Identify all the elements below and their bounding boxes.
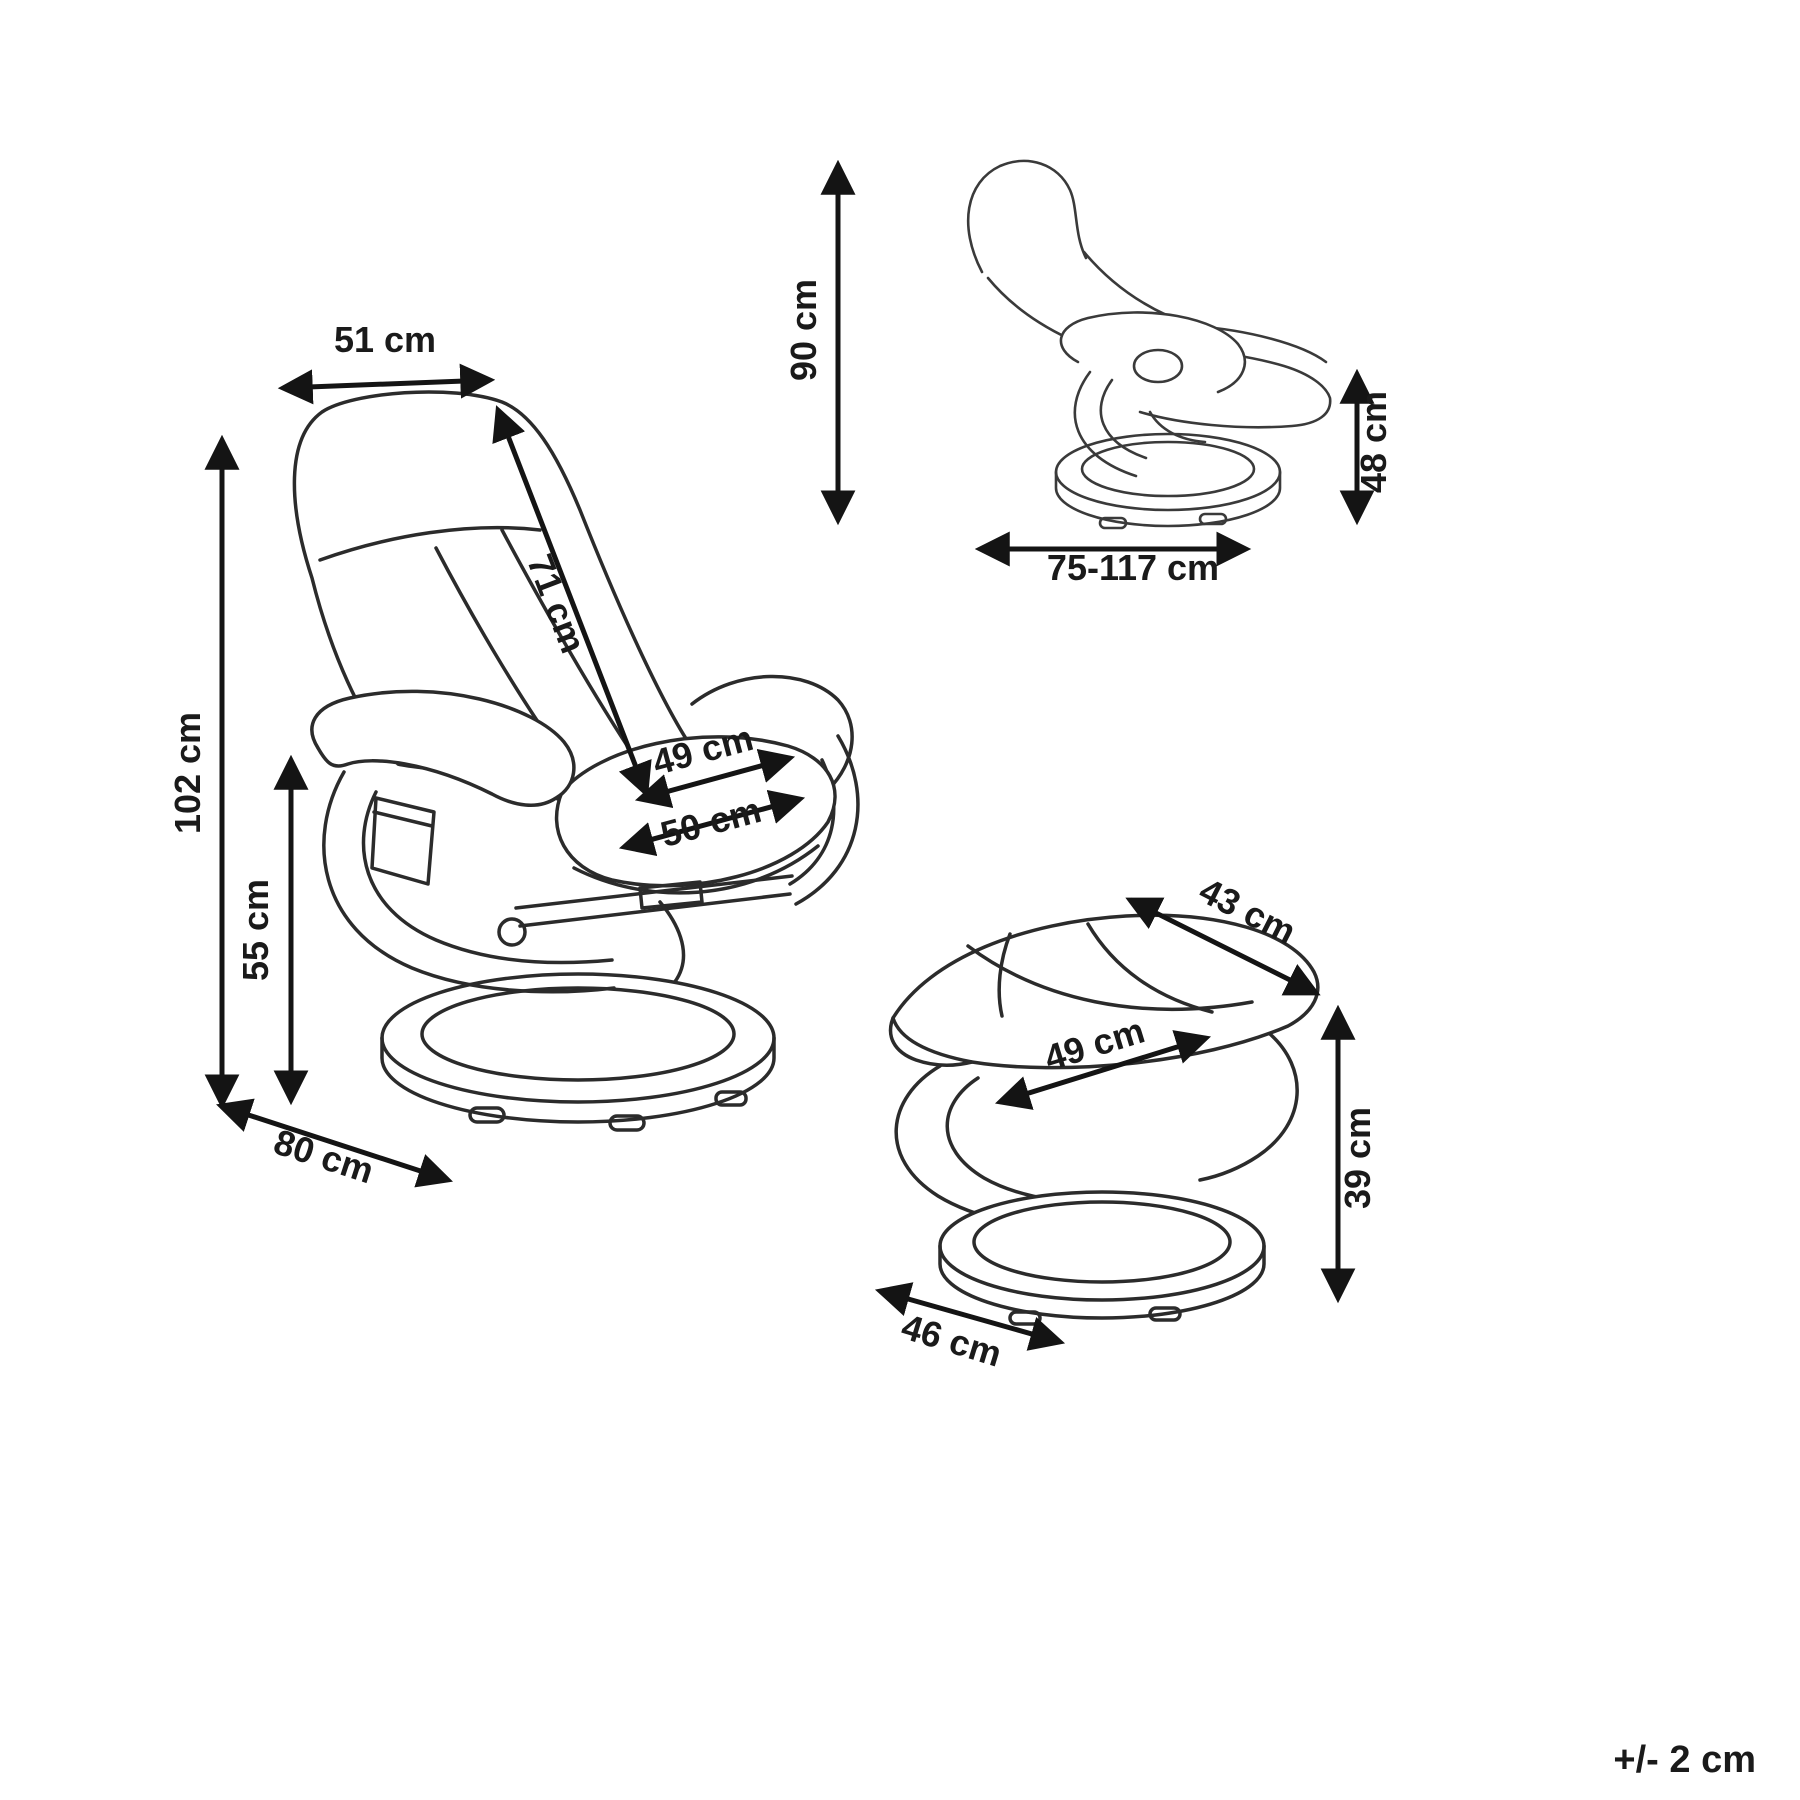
main-chair-seat-front-roll bbox=[572, 844, 820, 895]
main-chair-right-arm-support bbox=[794, 734, 860, 906]
reclined-chair-base-rim bbox=[1054, 470, 1282, 528]
footstool-base-outer-ring bbox=[938, 1190, 1266, 1302]
dim-arrow-backrest-length bbox=[492, 405, 652, 798]
reclined-chair-arm-support bbox=[1073, 370, 1138, 478]
footstool-cushion-left-roll bbox=[888, 1016, 974, 1067]
main-chair-foot bbox=[468, 1106, 506, 1124]
dim-arrow-stool-base-depth bbox=[874, 1282, 1066, 1351]
dim-label-total-depth: 80 cm bbox=[269, 1121, 379, 1192]
dim-arrow-seat-depth bbox=[618, 789, 806, 857]
dim-label-reclined-height: 90 cm bbox=[783, 279, 824, 381]
reclined-chair-foot bbox=[1198, 512, 1228, 526]
main-chair-swivel-knob bbox=[497, 917, 527, 947]
reclined-chair-center-knob bbox=[1132, 348, 1184, 384]
dim-arrow-stool-top-width bbox=[994, 1030, 1212, 1110]
reclined-chair-base-inner-ring bbox=[1080, 440, 1256, 498]
main-chair-base-outer-ring bbox=[380, 972, 776, 1104]
footstool-art bbox=[888, 913, 1320, 1326]
dim-label-reclined-depth: 75-117 cm bbox=[1047, 547, 1219, 588]
reclined-chair-foot bbox=[1098, 516, 1128, 530]
main-chair-remote-pocket-flap bbox=[372, 810, 434, 828]
dim-arrow-headrest-width bbox=[277, 363, 496, 405]
dim-label-headrest-width: 51 cm bbox=[334, 319, 436, 360]
main-chair-remote-pocket bbox=[370, 796, 436, 886]
dim-label-total-height: 102 cm bbox=[167, 712, 208, 834]
footstool-foot bbox=[1148, 1306, 1182, 1322]
dim-arrow-stool-top-depth bbox=[1125, 897, 1321, 996]
reclined-chair-headrest bbox=[966, 159, 1088, 274]
dim-label-armrest-height: 55 cm bbox=[235, 879, 276, 981]
main-chair-left-arm-support bbox=[322, 770, 616, 994]
footstool-right-leg bbox=[1198, 1032, 1299, 1182]
reclined-chair-base-outer-ring bbox=[1054, 432, 1282, 512]
footstool-cushion-seam bbox=[966, 944, 1254, 1011]
main-chair-base-rim bbox=[380, 1036, 776, 1124]
main-chair-foot bbox=[714, 1090, 748, 1107]
dim-label-stool-height: 39 cm bbox=[1337, 1107, 1378, 1209]
reclined-chair-arm-inner bbox=[1099, 378, 1148, 460]
main-chair-mechanism-bar bbox=[518, 892, 792, 928]
footstool-foot bbox=[1008, 1310, 1042, 1326]
reclined-chair-art bbox=[966, 159, 1332, 530]
main-chair-base-inner-ring bbox=[420, 986, 736, 1082]
dimension-arrows bbox=[204, 159, 1375, 1351]
dim-label-stool-base-depth: 46 cm bbox=[897, 1306, 1007, 1375]
footstool-base-inner-ring bbox=[972, 1200, 1232, 1284]
main-chair-mechanism-bracket bbox=[638, 880, 704, 910]
dim-label-reclined-seat-height: 48 cm bbox=[1353, 391, 1394, 493]
dim-arrow-total-depth bbox=[216, 1098, 453, 1188]
main-chair-foot bbox=[608, 1114, 646, 1132]
footstool-cushion-seam bbox=[997, 932, 1012, 1018]
main-chair-left-arm-inner bbox=[361, 790, 614, 965]
tolerance-note: +/- 2 cm bbox=[1613, 1739, 1756, 1781]
main-chair-mechanism-bar bbox=[514, 874, 794, 910]
